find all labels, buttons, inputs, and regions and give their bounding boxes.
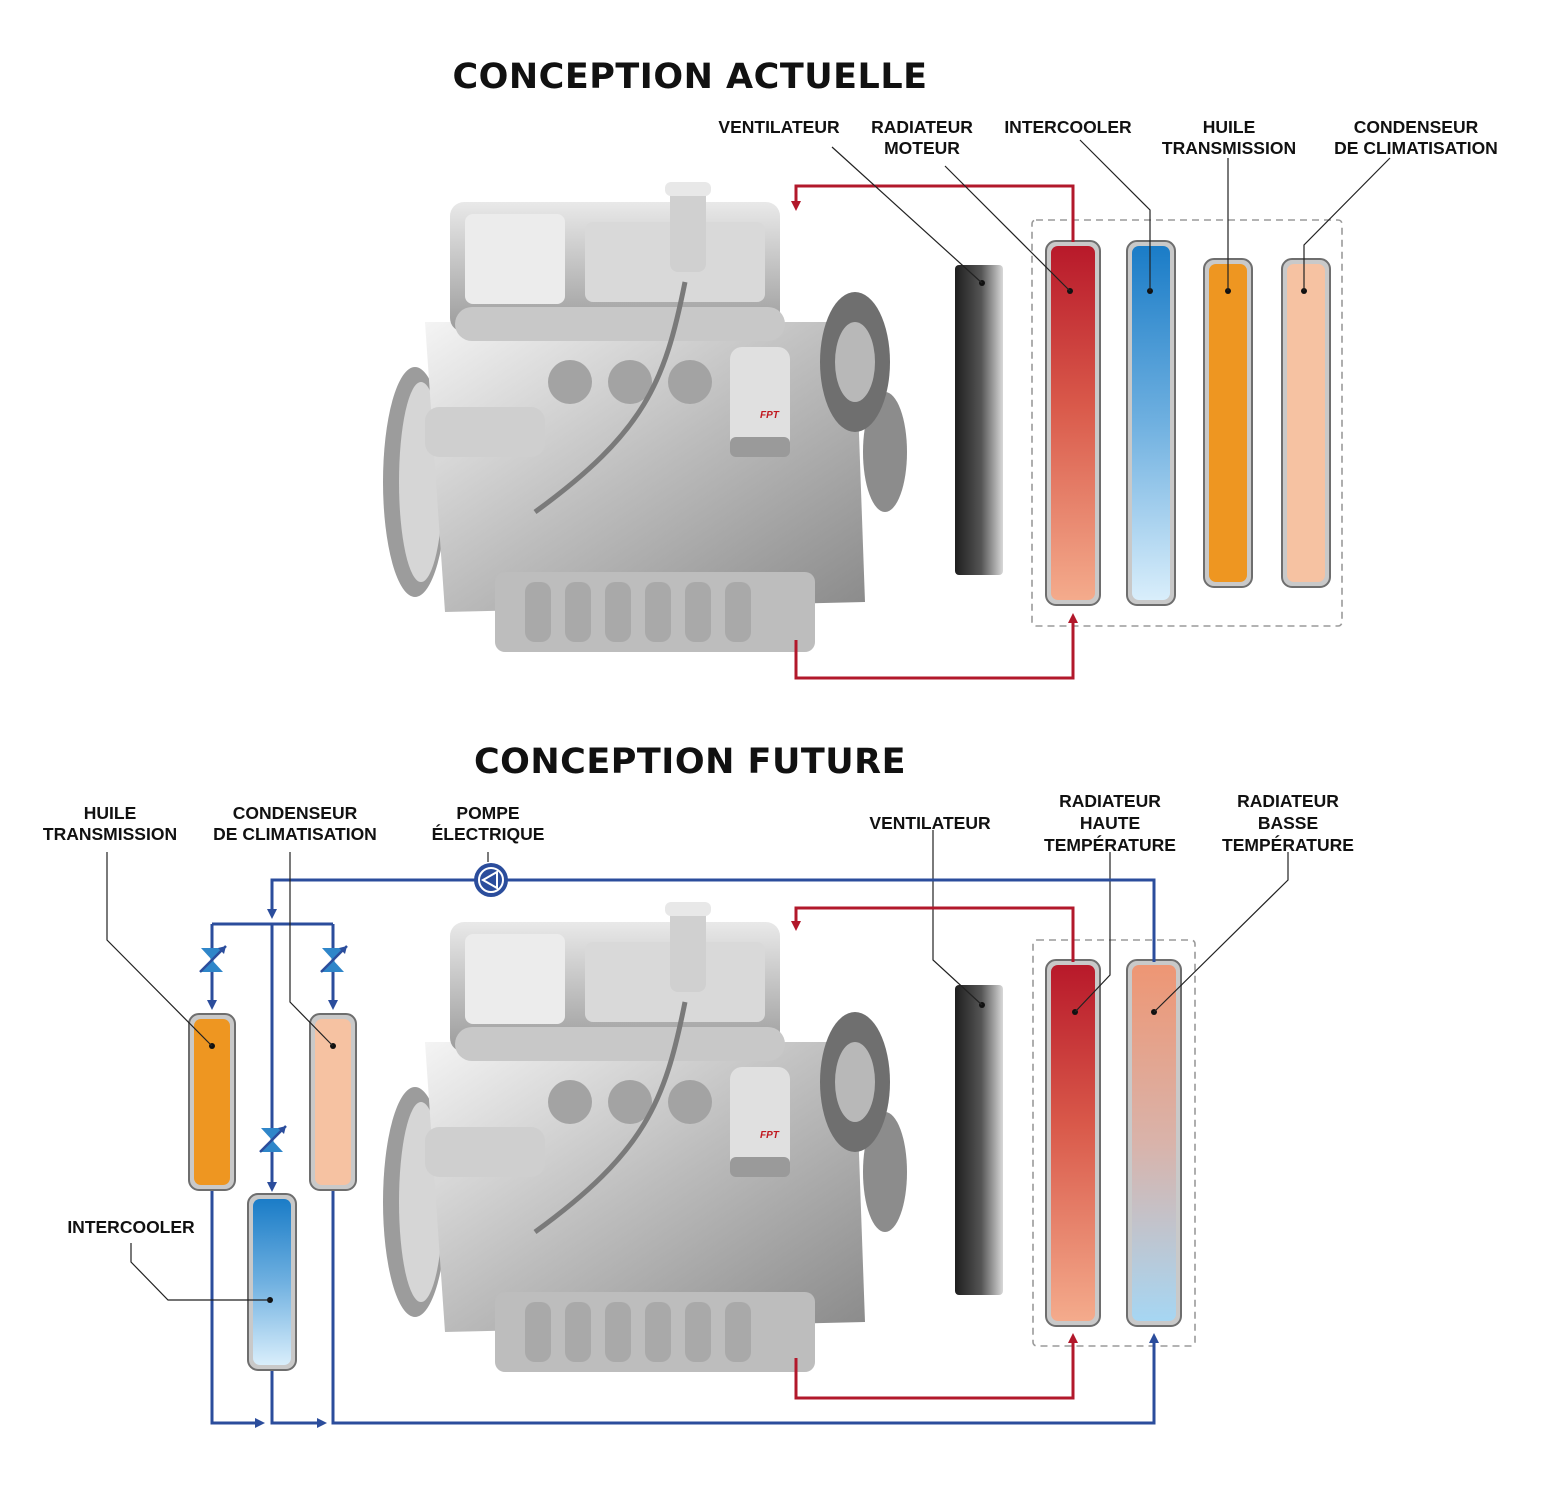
label-ac-condenser-current-1: CONDENSEUR: [1354, 117, 1479, 137]
hot-circuit-current-top: [791, 184, 1075, 242]
fan-future: [955, 985, 1003, 1295]
fan-current: [955, 265, 1003, 575]
engine-image-future: [383, 902, 915, 1382]
leader-transmission-oil-future: [106, 852, 213, 1047]
label-high-temp-radiator-2: HAUTE: [1080, 813, 1140, 833]
label-transmission-oil-future-1: HUILE: [84, 803, 137, 823]
future-title: CONCEPTION FUTURE: [474, 742, 906, 782]
engine-badge-future: FPT: [760, 1130, 780, 1141]
label-low-temp-radiator-3: TEMPÉRATURE: [1222, 834, 1354, 855]
leader-fan-current: [831, 146, 983, 284]
label-ac-condenser-future-2: DE CLIMATISATION: [213, 824, 377, 844]
electric-pump: [474, 863, 508, 897]
label-transmission-oil-current-2: TRANSMISSION: [1162, 138, 1296, 158]
hot-circuit-current-bottom: [794, 613, 1078, 680]
leader-high-temp-radiator: [1074, 852, 1111, 1013]
cooling-pack-future: [1032, 939, 1196, 1347]
high-temp-radiator-core: [1051, 965, 1095, 1321]
intercooler-future-core: [253, 1199, 291, 1365]
label-fan-current: VENTILATEUR: [718, 117, 840, 137]
leader-low-temp-radiator: [1153, 852, 1289, 1013]
cold-return-intercooler: [270, 1370, 327, 1428]
label-electric-pump-1: POMPE: [456, 803, 519, 823]
hot-circuit-future-bottom: [794, 1333, 1078, 1400]
cold-circuit-top: [267, 878, 1156, 962]
valve-ac-condenser: [320, 945, 348, 973]
label-fan-future: VENTILATEUR: [869, 813, 991, 833]
leader-engine-radiator: [944, 165, 1071, 292]
cold-return-transmission-oil: [210, 1190, 265, 1428]
ac-condenser-current-core: [1287, 264, 1325, 582]
engine-image-current: [383, 182, 915, 662]
label-low-temp-radiator-2: BASSE: [1258, 813, 1318, 833]
leader-intercooler-future: [130, 1243, 270, 1301]
label-high-temp-radiator-1: RADIATEUR: [1059, 791, 1161, 811]
ac-condenser-future-core: [315, 1019, 351, 1185]
label-intercooler-future: INTERCOOLER: [67, 1217, 195, 1237]
label-intercooler-current: INTERCOOLER: [1004, 117, 1132, 137]
valve-intercooler: [259, 1125, 287, 1153]
valve-transmission-oil: [199, 945, 227, 973]
leader-intercooler-current: [1079, 139, 1151, 291]
cooling-pack-current: [1031, 219, 1343, 627]
label-transmission-oil-current-1: HUILE: [1203, 117, 1256, 137]
label-transmission-oil-future-2: TRANSMISSION: [43, 824, 177, 844]
leader-ac-condenser-future: [289, 852, 334, 1047]
intercooler-current-core: [1132, 246, 1170, 600]
label-ac-condenser-current-2: DE CLIMATISATION: [1334, 138, 1498, 158]
engine-badge-current: FPT: [760, 410, 780, 421]
label-ac-condenser-future-1: CONDENSEUR: [233, 803, 358, 823]
label-low-temp-radiator-1: RADIATEUR: [1237, 791, 1339, 811]
label-engine-radiator-1: RADIATEUR: [871, 117, 973, 137]
hot-circuit-future-top: [791, 906, 1075, 962]
transmission-oil-current-core: [1209, 264, 1247, 582]
cold-circuit-bottom: [331, 1190, 1159, 1425]
leader-fan-future: [932, 830, 983, 1006]
engine-radiator-core: [1051, 246, 1095, 600]
leader-ac-condenser-current: [1303, 157, 1391, 291]
transmission-oil-future-core: [194, 1019, 230, 1185]
label-electric-pump-2: ÉLECTRIQUE: [432, 823, 545, 844]
label-engine-radiator-2: MOTEUR: [884, 138, 960, 158]
low-temp-radiator-core: [1132, 965, 1176, 1321]
current-title: CONCEPTION ACTUELLE: [452, 57, 927, 97]
label-high-temp-radiator-3: TEMPÉRATURE: [1044, 834, 1176, 855]
